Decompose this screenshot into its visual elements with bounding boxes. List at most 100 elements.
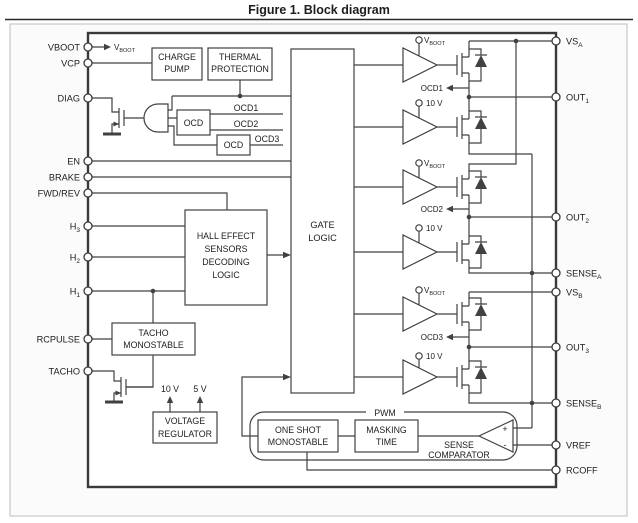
tacho-monostable-label: TACHO [138, 328, 168, 338]
svg-text:COMPARATOR: COMPARATOR [428, 450, 490, 460]
pin-rcoff [551, 465, 561, 475]
pin-label-vref: VREF [566, 441, 591, 451]
gate-driver-buffer-6 [402, 359, 439, 395]
pin-vsa [551, 36, 561, 46]
svg-text:LOGIC: LOGIC [308, 233, 337, 243]
thermal-protection-label: THERMAL [219, 52, 261, 62]
pwm-section: PWM ONE SHOT MONOSTABLE MASKING TIME + -… [249, 407, 518, 461]
pin-label-rcoff: RCOFF [566, 466, 598, 476]
pin-sensea [551, 268, 561, 278]
gate-driver-buffer-4 [402, 234, 439, 270]
arrowheads [104, 43, 453, 412]
pin-h1 [83, 286, 93, 296]
ocd-block-bottom: OCD [216, 134, 251, 156]
ocd-top-box [176, 109, 211, 136]
pin-tacho [83, 366, 93, 376]
hall-decoder-block: HALL EFFECT SENSORS DECODING LOGIC [184, 209, 268, 306]
pin-vsb [551, 287, 561, 297]
vboot-supply-node-1 [415, 36, 423, 44]
ocd-signal-stub-labels: OCD1 OCD2 OCD3 [234, 103, 280, 144]
tacho-mosfet [92, 370, 153, 404]
pin-h2 [83, 252, 93, 262]
masking-time-label: MASKING [366, 425, 407, 435]
rail-5v-label: 5 V [193, 384, 206, 394]
ocd-top-label: OCD [184, 118, 204, 128]
vboot-supply-node-3 [415, 286, 423, 294]
svg-text:TIME: TIME [376, 437, 397, 447]
rail-10v-label: 10 V [161, 384, 179, 394]
pin-fwdrev [83, 188, 93, 198]
gate-logic-block: GATE LOGIC [290, 48, 355, 394]
gate-driver-buffer-2 [402, 109, 439, 145]
pin-label-out2: OUT2 [566, 213, 589, 226]
ocd-block-top: OCD [176, 109, 211, 136]
pin-senseb [551, 398, 561, 408]
pin-label-out3: OUT3 [566, 343, 589, 356]
svg-text:VBOOT: VBOOT [424, 159, 446, 170]
svg-text:10 V: 10 V [426, 224, 443, 233]
diag-mosfet [92, 97, 144, 136]
pin-vref [551, 440, 561, 450]
tacho-monostable-box [111, 322, 196, 356]
one-shot-monostable-label: ONE SHOT [275, 425, 322, 435]
left-pins: VBOOT VCP DIAG EN BRAKE FWD/REV H3 H2 H1… [37, 42, 136, 377]
pin-h3 [83, 221, 93, 231]
pin-diag [83, 93, 93, 103]
gate-driver-buffers [402, 47, 439, 395]
right-pins: VSA OUT1 OUT2 SENSEA VSB OUT3 SENSEB VRE… [551, 36, 602, 476]
gate-logic-label: GATE [310, 220, 334, 230]
ocd-sense-labels: OCD1 OCD2 OCD3 [421, 84, 444, 342]
ocd-bottom-box [216, 134, 251, 156]
pin-label-rcpulse: RCPULSE [37, 335, 80, 345]
figure-title: Figure 1. Block diagram [248, 3, 390, 17]
pin-label-h2: H2 [70, 253, 81, 266]
ocd1-sense-label: OCD1 [421, 84, 444, 93]
svg-text:SENSORS: SENSORS [204, 244, 247, 254]
pin-rcpulse [83, 334, 93, 344]
wires-left [92, 46, 291, 388]
svg-text:10 V: 10 V [426, 352, 443, 361]
vboot-supply-node-2 [415, 159, 423, 167]
pin-label-sensea: SENSEA [566, 269, 602, 282]
comparator-plus-input: + [502, 424, 507, 434]
voltage-regulator-block: VOLTAGE REGULATOR 10 V 5 V [152, 384, 218, 444]
ocd3-sense-label: OCD3 [421, 333, 444, 342]
ocd2-stub-label: OCD2 [234, 119, 259, 129]
pin-label-vcp: VCP [61, 59, 80, 69]
masking-time-box [354, 419, 419, 453]
gate-driver-buffer-3 [402, 169, 439, 205]
one-shot-monostable-box [257, 419, 339, 453]
svg-text:MONOSTABLE: MONOSTABLE [268, 437, 329, 447]
gate-driver-buffer-5 [402, 296, 439, 332]
pin-out1 [551, 92, 561, 102]
buffer-supplies: VBOOT 10 V VBOOT 10 V VBOOT 10 V [415, 36, 446, 361]
sense-comparator-triangle [477, 419, 514, 453]
charge-pump-box [151, 47, 203, 81]
charge-pump-label: CHARGE [158, 52, 196, 62]
svg-text:10 V: 10 V [426, 99, 443, 108]
pin-label-h3: H3 [70, 222, 81, 235]
gate-driver-buffer-1 [402, 47, 439, 83]
and-gate [143, 103, 169, 133]
svg-text:LOGIC: LOGIC [212, 270, 240, 280]
tacho-monostable-block: TACHO MONOSTABLE [111, 322, 196, 356]
thermal-protection-box [207, 47, 273, 81]
svg-text:VBOOT: VBOOT [424, 286, 446, 297]
voltage-regulator-box [152, 411, 218, 444]
pin-label-en: EN [67, 157, 80, 167]
charge-pump-block: CHARGE PUMP [151, 47, 203, 81]
v10-supply-node-3 [415, 352, 423, 360]
junction-dots [150, 38, 535, 406]
voltage-regulator-label: VOLTAGE [165, 416, 205, 426]
svg-text:PROTECTION: PROTECTION [211, 64, 269, 74]
pin-label-vboot: VBOOT [48, 43, 81, 53]
pin-brake [83, 172, 93, 182]
vboot-rail-label: VBOOT [114, 43, 136, 54]
v10-supply-node-1 [415, 99, 423, 107]
ocd3-stub-label: OCD3 [255, 134, 280, 144]
pin-label-fwdrev: FWD/REV [38, 189, 81, 199]
hall-decoder-label: HALL EFFECT [197, 231, 256, 241]
pwm-label: PWM [374, 408, 396, 418]
